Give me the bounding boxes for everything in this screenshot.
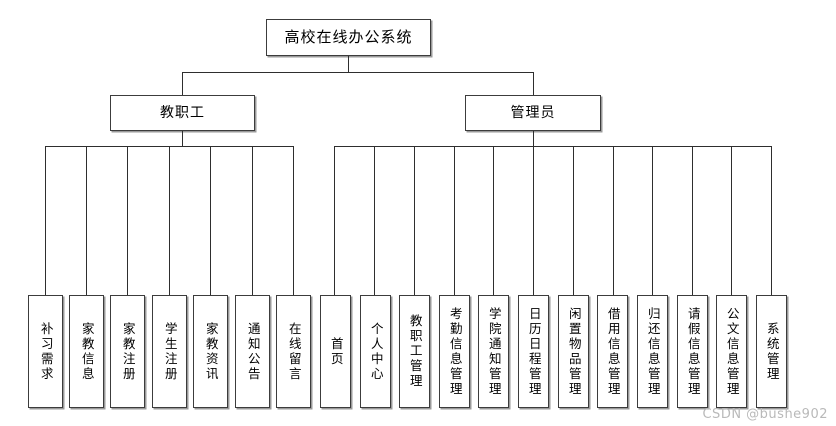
connector-leaf-drop xyxy=(454,146,455,295)
connector-leaf-drop xyxy=(169,146,170,295)
leaf-node-admin-9[interactable]: 归还信息管理 xyxy=(637,295,668,408)
connector-admin-stem xyxy=(533,131,534,146)
leaf-node-staff-2[interactable]: 家教信息 xyxy=(69,295,104,408)
node-branch-admin[interactable]: 管理员 xyxy=(465,95,601,131)
leaf-label: 日历日程管理 xyxy=(526,306,542,397)
leaf-label: 公文信息管理 xyxy=(724,306,740,397)
leaf-label: 请假信息管理 xyxy=(685,306,701,397)
leaf-label: 考勤信息管理 xyxy=(447,306,463,397)
connector-drop-staff xyxy=(182,72,183,95)
leaf-label: 家教资讯 xyxy=(203,321,219,382)
connector-leaf-drop xyxy=(334,146,335,295)
leaf-node-admin-1[interactable]: 首页 xyxy=(320,295,351,408)
connector-leaf-drop xyxy=(692,146,693,295)
leaf-node-staff-5[interactable]: 家教资讯 xyxy=(193,295,228,408)
connector-admin-bus xyxy=(334,146,771,147)
connector-level2-bus xyxy=(182,72,533,73)
connector-leaf-drop xyxy=(86,146,87,295)
leaf-label: 学院通知管理 xyxy=(486,306,502,397)
node-branch-admin-label: 管理员 xyxy=(510,104,556,121)
leaf-node-staff-6[interactable]: 通知公告 xyxy=(235,295,270,408)
node-branch-staff-label: 教职工 xyxy=(160,104,205,121)
leaf-label: 闲置物品管理 xyxy=(566,306,582,397)
connector-leaf-drop xyxy=(731,146,732,295)
leaf-label: 家教注册 xyxy=(120,321,136,382)
node-root-label: 高校在线办公系统 xyxy=(284,27,413,46)
watermark: CSDN @bushe902 xyxy=(702,407,828,422)
leaf-node-admin-11[interactable]: 公文信息管理 xyxy=(716,295,747,408)
leaf-label: 补习需求 xyxy=(38,321,54,382)
leaf-node-admin-6[interactable]: 日历日程管理 xyxy=(518,295,549,408)
leaf-node-admin-5[interactable]: 学院通知管理 xyxy=(478,295,509,408)
leaf-node-staff-1[interactable]: 补习需求 xyxy=(28,295,63,408)
connector-leaf-drop xyxy=(771,146,772,295)
leaf-node-staff-3[interactable]: 家教注册 xyxy=(110,295,145,408)
connector-leaf-drop xyxy=(374,146,375,295)
node-branch-staff[interactable]: 教职工 xyxy=(110,95,255,131)
connector-leaf-drop xyxy=(45,146,46,295)
connector-leaf-drop xyxy=(127,146,128,295)
leaf-node-admin-10[interactable]: 请假信息管理 xyxy=(677,295,708,408)
leaf-node-admin-7[interactable]: 闲置物品管理 xyxy=(558,295,589,408)
connector-leaf-drop xyxy=(293,146,294,295)
node-root[interactable]: 高校在线办公系统 xyxy=(266,19,431,56)
leaf-label: 教职工管理 xyxy=(407,314,423,389)
connector-leaf-drop xyxy=(573,146,574,295)
leaf-label: 在线留言 xyxy=(286,321,302,382)
connector-leaf-drop xyxy=(252,146,253,295)
connector-leaf-drop xyxy=(414,146,415,295)
leaf-label: 个人中心 xyxy=(368,321,384,382)
leaf-node-admin-2[interactable]: 个人中心 xyxy=(360,295,391,408)
connector-leaf-drop xyxy=(493,146,494,295)
leaf-label: 借用信息管理 xyxy=(605,306,621,397)
connector-root-stem xyxy=(348,56,349,72)
leaf-label: 系统管理 xyxy=(764,321,780,382)
leaf-label: 通知公告 xyxy=(245,321,261,382)
leaf-label: 学生注册 xyxy=(162,321,178,382)
connector-leaf-drop xyxy=(210,146,211,295)
leaf-node-staff-4[interactable]: 学生注册 xyxy=(152,295,187,408)
leaf-node-admin-3[interactable]: 教职工管理 xyxy=(399,295,430,408)
leaf-label: 首页 xyxy=(328,336,344,367)
leaf-label: 家教信息 xyxy=(79,321,95,382)
connector-staff-stem xyxy=(182,131,183,146)
connector-drop-admin xyxy=(533,72,534,95)
connector-leaf-drop xyxy=(613,146,614,295)
connector-leaf-drop xyxy=(533,146,534,295)
leaf-node-admin-12[interactable]: 系统管理 xyxy=(756,295,787,408)
leaf-node-admin-4[interactable]: 考勤信息管理 xyxy=(439,295,470,408)
leaf-node-staff-7[interactable]: 在线留言 xyxy=(276,295,311,408)
leaf-label: 归还信息管理 xyxy=(645,306,661,397)
connector-leaf-drop xyxy=(652,146,653,295)
leaf-node-admin-8[interactable]: 借用信息管理 xyxy=(597,295,628,408)
